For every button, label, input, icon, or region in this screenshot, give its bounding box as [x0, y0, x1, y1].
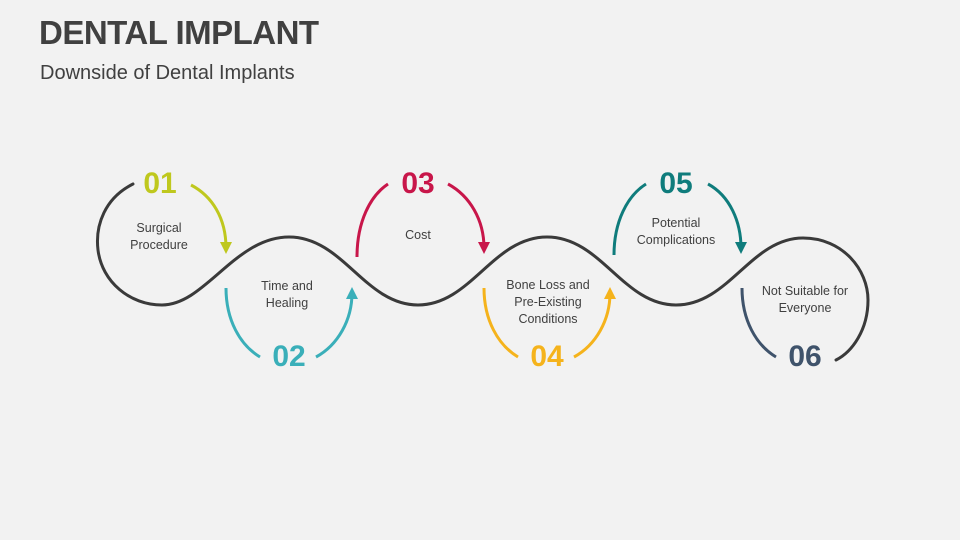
- step-06-arc: [740, 287, 777, 359]
- step-06-number: 06: [788, 340, 822, 373]
- step-01-number: 01: [143, 167, 177, 200]
- step-04-label: Bone Loss and Pre-Existing Conditions: [506, 278, 590, 326]
- page-title: DENTAL IMPLANT: [39, 14, 319, 51]
- page-subtitle: Downside of Dental Implants: [40, 62, 295, 84]
- step-02-arc: [224, 287, 261, 359]
- wave-line: [95, 182, 870, 362]
- step-03-number: 03: [401, 167, 435, 200]
- step-05-arrow: [707, 182, 747, 254]
- step-04-arrow: [573, 287, 616, 359]
- step-06-label: Not Suitable for Everyone: [761, 284, 849, 315]
- step-03-label: Cost: [405, 228, 431, 242]
- step-05-number: 05: [659, 167, 693, 200]
- step-03-arc: [355, 182, 389, 258]
- step-04-number: 04: [530, 340, 564, 373]
- step-02-number: 02: [272, 340, 306, 373]
- step-02-label: Time and Healing: [261, 279, 313, 310]
- step-01-label: Surgical Procedure: [130, 221, 188, 252]
- step-05-label: Potential Complications: [636, 216, 716, 247]
- step-04-arc: [482, 287, 519, 359]
- step-03-arrow: [447, 182, 490, 254]
- step-05-arc: [612, 182, 647, 256]
- step-01-arrow: [190, 183, 232, 254]
- step-02-arrow: [315, 287, 358, 359]
